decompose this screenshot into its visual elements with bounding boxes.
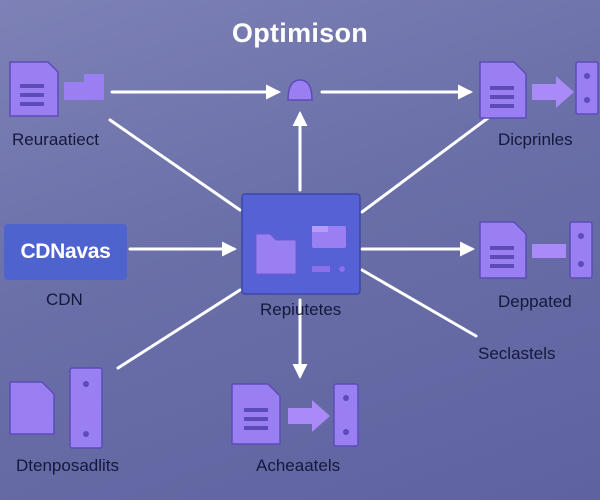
bar-icon — [312, 266, 330, 272]
cdn-box-label: CDNavas — [20, 240, 111, 263]
server-bar-icon — [69, 367, 103, 449]
arrow-right-icon — [532, 76, 574, 108]
line-center-to-bottomleft — [116, 288, 242, 370]
label-mid-right: Deppated — [498, 292, 572, 311]
connectors — [108, 84, 490, 379]
label-lower-right: Seclastels — [478, 344, 556, 363]
tab-icon — [64, 82, 86, 100]
folder-icon — [255, 233, 297, 275]
label-cdn: CDN — [46, 290, 83, 309]
arrow-right-icon — [288, 400, 330, 432]
label-bottom-left: Dtenposadlits — [16, 456, 120, 475]
label-bottom-center: Acheaatels — [256, 456, 341, 475]
node-center — [241, 193, 361, 295]
node-top-right-icon — [479, 61, 599, 119]
label-top-left: Reuraatiect — [12, 130, 99, 149]
server-bar-icon — [569, 221, 593, 279]
dot-icon — [339, 266, 345, 272]
line-center-to-topright — [360, 116, 490, 214]
node-bottom-left-icon — [9, 367, 103, 449]
document-icon — [231, 383, 281, 445]
label-top-right: Dicprinles — [498, 130, 573, 149]
node-mid-right-icon — [479, 221, 593, 279]
line-topleft-to-center — [108, 118, 242, 212]
cdn-box: CDNavas — [4, 224, 127, 280]
connector-icon — [532, 244, 566, 258]
server-bar-icon — [333, 383, 359, 447]
diagram-title: Optimison — [231, 18, 369, 48]
label-center: Repiutetes — [260, 300, 342, 319]
dome-icon — [287, 79, 313, 101]
node-bottom-center-icon — [231, 383, 359, 447]
server-bar-icon — [575, 61, 599, 115]
document-icon — [9, 61, 59, 117]
node-top-left-icon — [9, 61, 104, 117]
line-center-to-lowerright — [360, 268, 478, 338]
folder-icon — [9, 381, 55, 435]
